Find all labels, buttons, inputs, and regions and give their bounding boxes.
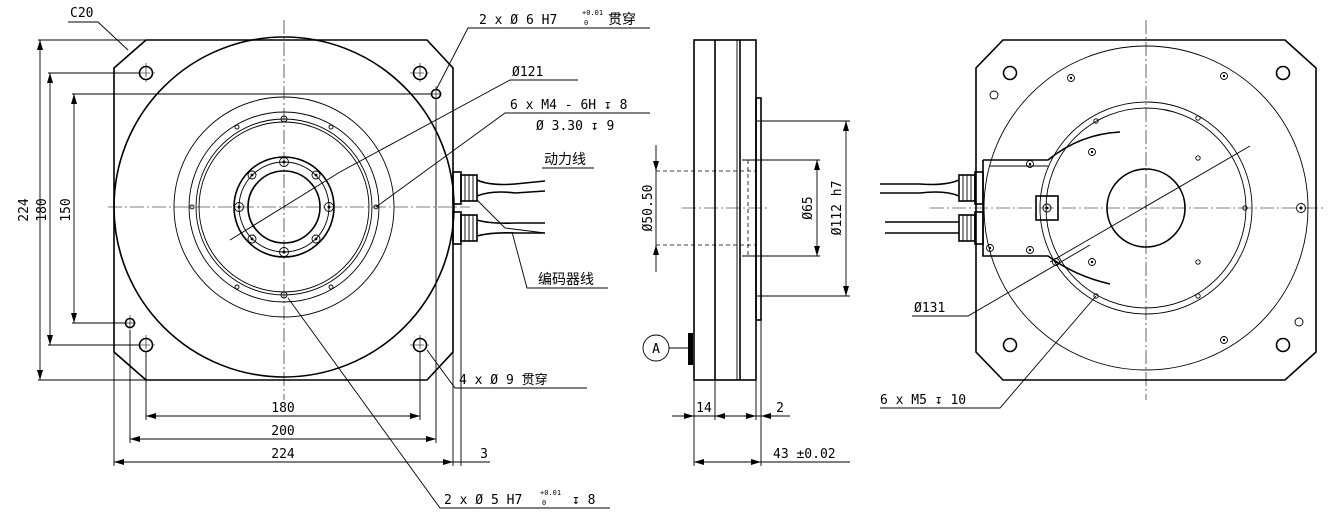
pin-holes-suffix: ↧ 8 [572,493,595,508]
side-horizontal-dims [672,320,850,466]
rear-body-circle [983,45,1309,371]
side-vertical-arrows [653,121,849,296]
rear-encoder-gland [885,211,984,245]
dim-2: 2 [776,401,784,416]
front-flange-outline [113,39,454,381]
h7-thru-text: 2 x Ø 6 H7 [479,13,557,28]
front-view: 224 180 150 180 200 224 3 [17,6,650,509]
front-vertical-dims [38,39,432,381]
dim-14: 14 [696,401,712,416]
hub-holes [234,157,334,257]
mount-hole [410,335,430,355]
h7-thru-callout: 2 x Ø 6 H7 +0.01 0 贯穿 [479,9,636,28]
encoder-cable-label: 编码器线 [538,272,594,288]
front-rotor-outer [173,96,395,318]
datum-a-label: A [652,342,660,357]
rear-view: Ø131 6 x M5 ↧ 10 [880,20,1325,409]
rear-terminal-block [1035,195,1059,221]
front-rotor-ring [188,111,380,303]
dim-224-horizontal: 224 [271,447,295,462]
dim-43: 43 ±0.02 [773,447,836,462]
encoder-cable-gland [452,211,545,245]
front-leaders [68,21,650,509]
side-view: Ø50.50 Ø65 Ø112 h7 A 14 2 43 ±0.02 [641,39,850,466]
front-horizontal-dims [113,100,490,466]
dia-5050-label: Ø50.50 [641,185,656,232]
rear-cable-plate [982,131,1121,285]
dia-65-label: Ø65 [801,196,816,219]
dim-180-horizontal: 180 [271,401,294,416]
rear-threaded-holes [986,72,1306,344]
rotor-holes [189,115,379,299]
datum-a: A [642,333,693,365]
pin-holes-text: 2 x Ø 5 H7 [444,493,522,508]
dim-200-horizontal: 200 [271,424,294,439]
h7-thru-suffix: 贯穿 [608,12,636,28]
rear-corner-holes [989,65,1304,353]
front-bore [247,170,321,244]
rear-ring-holes [1093,115,1248,299]
rear-thread-label: 6 x M5 ↧ 10 [880,393,966,408]
side-body [693,39,757,381]
dim-224-vertical: 224 [17,198,32,222]
front-hub-outer [233,156,335,258]
pin-holes-callout: 2 x Ø 5 H7 +0.01 0 ↧ 8 [444,489,595,508]
dim-150-vertical: 150 [59,198,74,221]
power-cable-gland [452,171,546,205]
power-cable-label: 动力线 [544,152,586,168]
front-pcd-circle [195,118,373,296]
rear-diameter-line [1049,145,1251,263]
mount-holes-label: 4 x Ø 9 贯穿 [459,372,548,388]
dim-180-vertical: 180 [35,198,50,221]
dim-3: 3 [480,447,488,462]
side-horizontal-arrows [684,413,771,465]
rear-bore [1106,168,1186,248]
chamfer-label: C20 [70,6,93,21]
h7-thru-tol-lower: 0 [584,19,588,27]
pin-holes-tol-lower: 0 [542,499,546,507]
dia-112-label: Ø112 h7 [830,181,845,236]
thread-label: 6 x M4 - 6H ↧ 8 [510,98,627,113]
front-horizontal-arrows [114,413,453,465]
side-vertical-dims [655,121,847,296]
h7-thru-tol-upper: +0.01 [582,9,603,17]
dia-131-label: Ø131 [914,301,945,316]
pcd-label: Ø121 [512,65,543,80]
rear-flange-outline [975,39,1317,381]
mount-hole [410,63,430,83]
pcd-diameter-line [229,171,341,241]
rear-power-gland [880,171,984,205]
side-spigot [755,97,762,321]
drill-label: Ø 3.30 ↧ 9 [536,119,614,134]
front-body-circle [113,36,455,378]
rear-leaders [880,244,1097,409]
rear-ring-outer [1039,101,1253,315]
pin-holes-tol-upper: +0.01 [540,489,561,497]
front-vertical-arrows [37,40,77,380]
